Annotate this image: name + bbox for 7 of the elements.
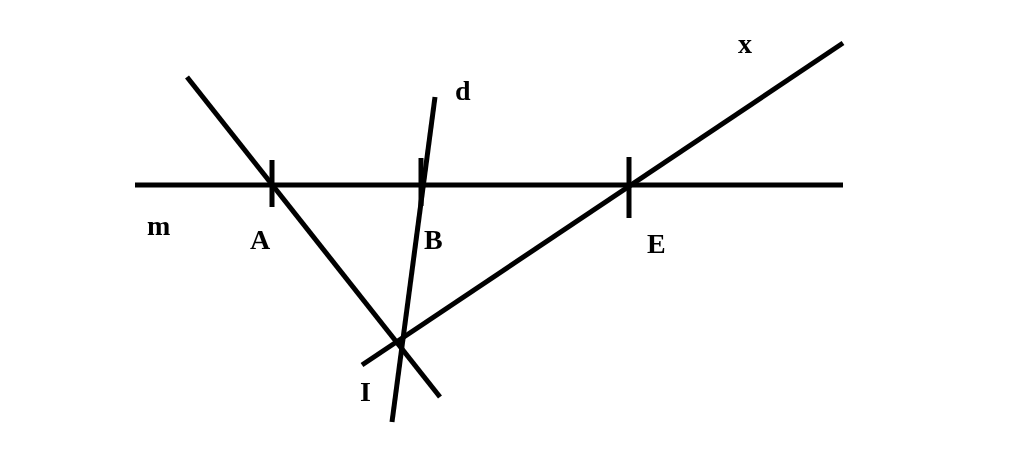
point-label: d bbox=[455, 77, 471, 105]
point-label: B bbox=[424, 226, 443, 254]
point-label: m bbox=[147, 212, 171, 240]
point-label: A bbox=[250, 226, 271, 254]
point-label: E bbox=[647, 230, 666, 258]
point-label: x bbox=[738, 30, 752, 58]
point-label: I bbox=[360, 378, 371, 406]
